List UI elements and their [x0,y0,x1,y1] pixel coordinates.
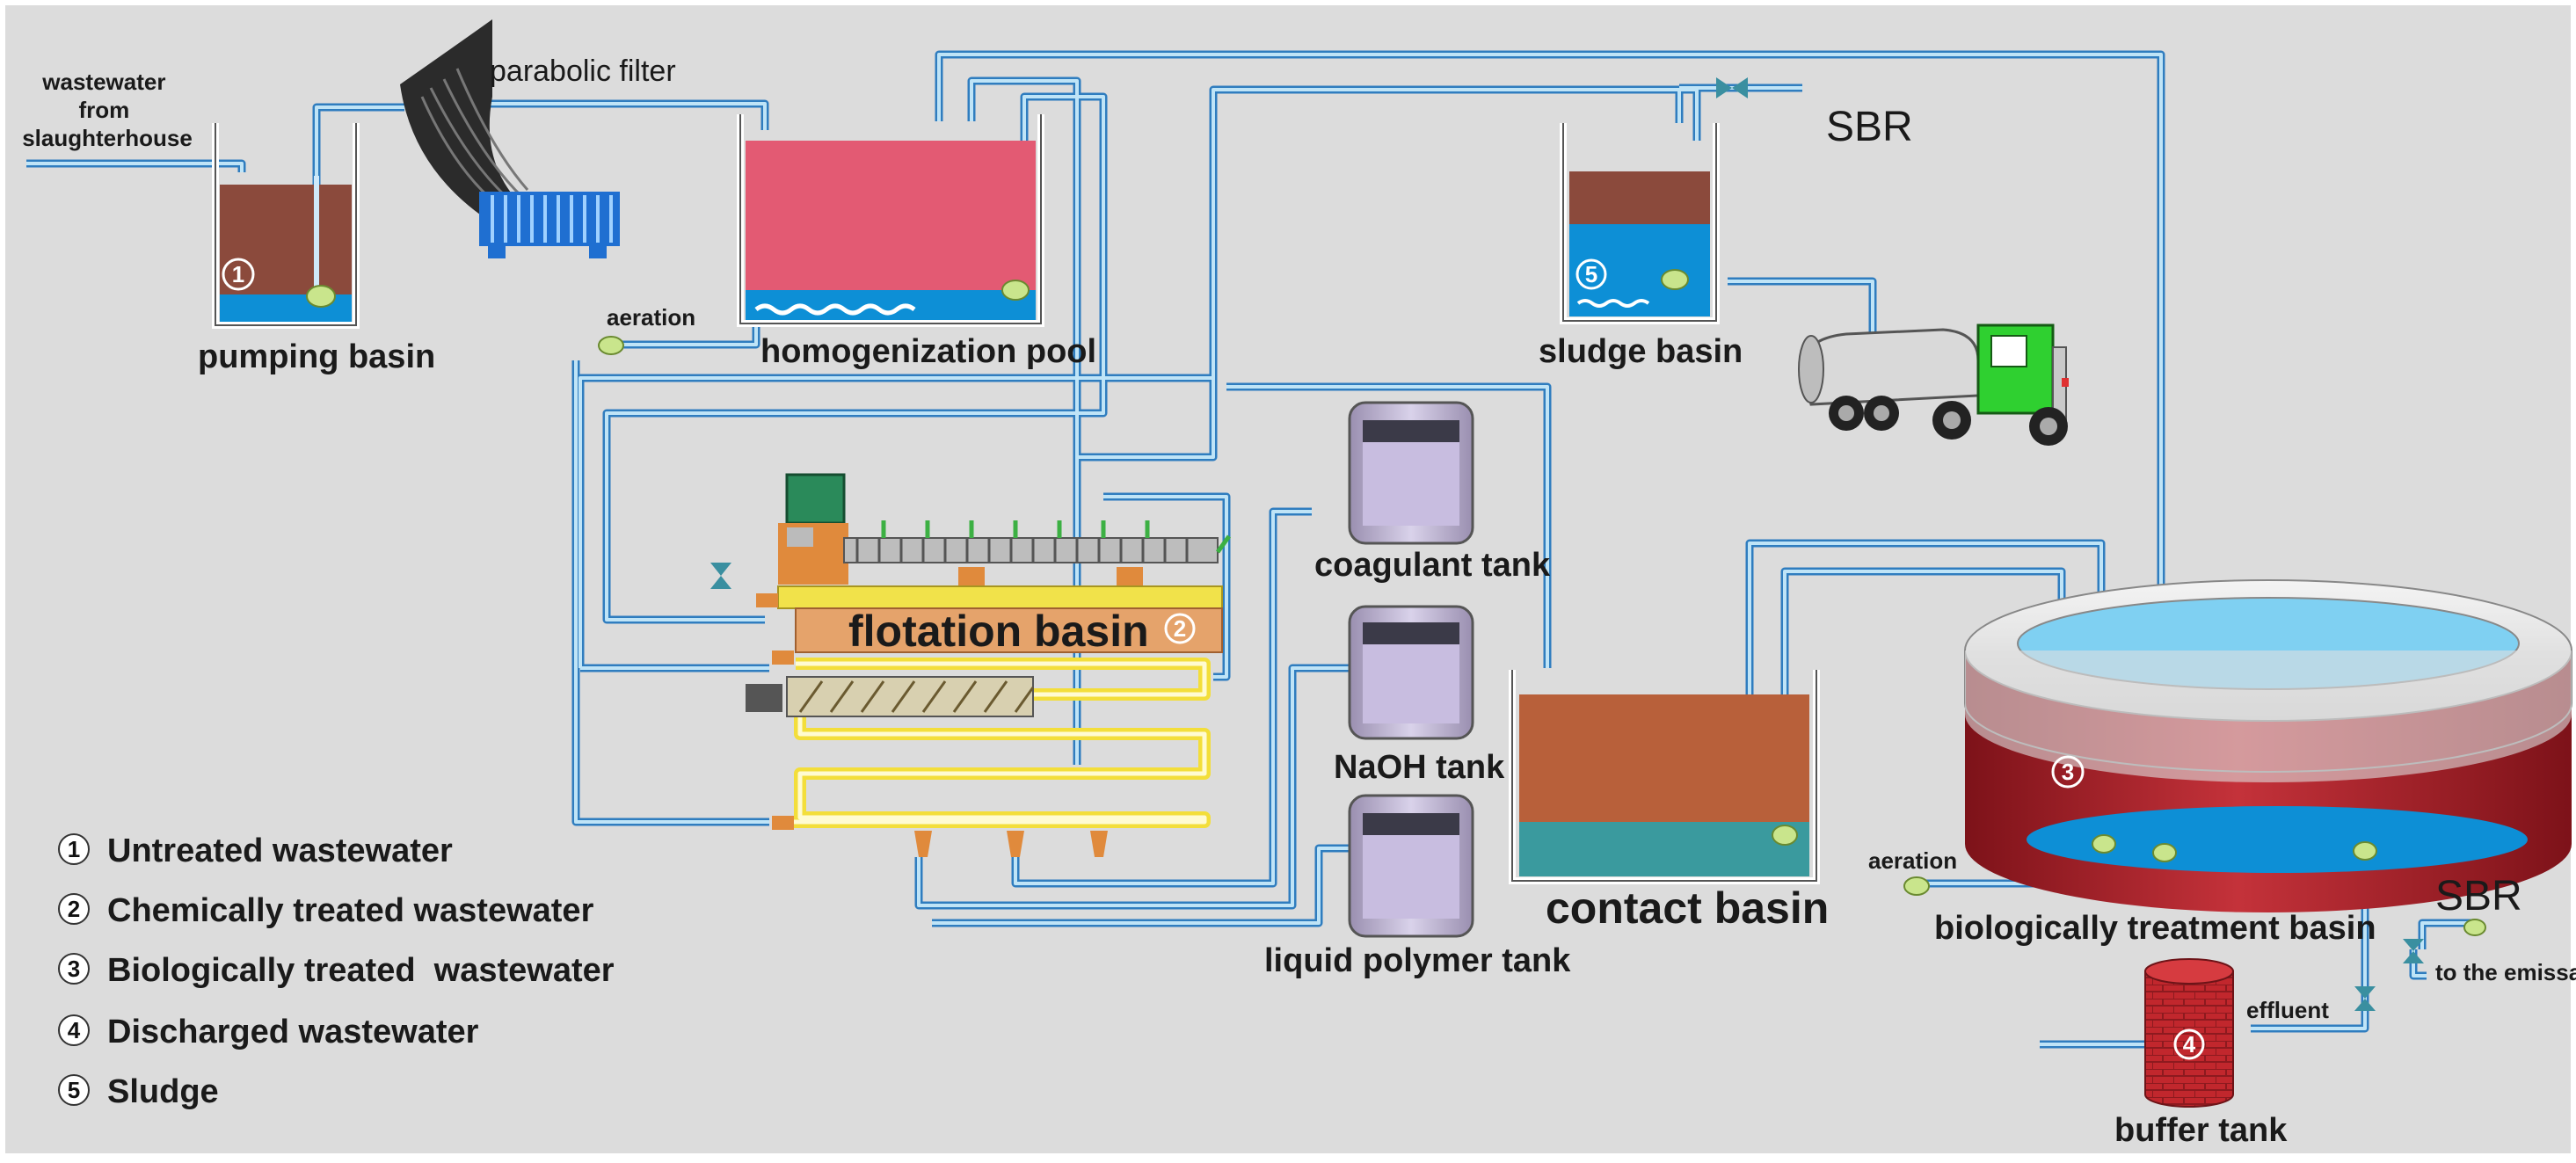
pumping-basin: 1 pumping basin [198,123,435,375]
aeration-blower-icon [598,336,624,355]
bio-basin-label: biologically treatment basin [1934,910,2376,947]
filter-screen-container [479,192,620,258]
screw-motor-icon [746,684,782,712]
flotation-basin: flotation basin 2 [710,473,1232,857]
flotation-tank-body [795,607,1223,653]
svg-text:2: 2 [68,896,80,922]
sbr-label-right: SBR [2435,873,2522,919]
coagulant-tank: coagulant tank [1314,401,1551,584]
tanker-truck-icon [1798,323,2069,446]
marker-2 [1164,613,1196,644]
naoh-tank: NaOH tank [1334,605,1505,786]
svg-text:3: 3 [2062,759,2074,785]
aeration-label-2: aeration [1868,847,1957,874]
sludge-layer [1569,171,1710,224]
liquid-polymer-tank: liquid polymer tank [1264,794,1571,979]
to-emissary-label: to the emissary [2435,959,2576,985]
pump-icon [1772,825,1798,846]
marker-3 [2051,755,2085,789]
effluent-label: effluent [2246,997,2329,1023]
svg-text:5: 5 [1585,261,1597,287]
svg-text:1: 1 [232,261,244,287]
svg-text:4: 4 [2183,1031,2196,1058]
pump-icon [1001,280,1030,301]
parabolic-filter: parabolic filter [400,19,676,258]
svg-text:Untreated wastewater: Untreated wastewater [107,832,453,869]
pumping-basin-label: pumping basin [198,338,435,375]
aeration-blower-icon [1903,876,1930,896]
svg-text:2: 2 [1174,615,1186,642]
svg-text:5: 5 [68,1077,80,1103]
svg-text:Sludge: Sludge [107,1073,219,1110]
legend-item: 5 Sludge [58,1073,219,1110]
homogenization-liquid [746,141,1036,290]
homogenization-pool: homogenization pool aeration [598,114,1096,370]
pump-icon [2152,843,2177,862]
aeration-label-1: aeration [607,304,695,331]
svg-text:1: 1 [68,836,80,862]
sbr-label-top: SBR [1826,104,1913,150]
sludge-basin-label: sludge basin [1539,333,1743,370]
legend-item: 2 Chemically treated wastewater [58,892,594,929]
svg-text:Chemically treated wastewater: Chemically treated wastewater [107,892,594,929]
legend-item: 1 Untreated wastewater [58,832,453,869]
parabolic-filter-label: parabolic filter [490,55,676,88]
marker-1 [222,258,255,291]
homogenization-water [746,290,1036,321]
marker-5 [1575,258,1607,290]
pumping-basin-sludge [220,185,352,294]
pump-icon [2353,841,2377,861]
pump-icon [306,285,336,308]
sludge-basin: 5 sludge basin SBR [1539,77,1913,370]
valve-icon [2354,986,2376,1011]
legend: 1 Untreated wastewater 2 Chemically trea… [58,832,615,1110]
marker-4 [2173,1029,2205,1060]
pump-icon [1661,269,1689,290]
diagram-background [5,5,2571,1153]
bio-basin-bottom-water [2027,806,2528,873]
pipe-network [26,50,2475,1049]
contact-basin-brown [1519,694,1809,822]
valve-icon [1716,77,1748,98]
svg-text:Discharged wastewater: Discharged wastewater [107,1014,479,1050]
biological-treatment-basin: 3 biologically treatment basin aeration … [1868,579,2576,1011]
pump-icon [2092,834,2116,854]
contact-basin-label: contact basin [1546,883,1829,933]
flotation-basin-label: flotation basin [848,607,1149,656]
valve-icon [710,563,731,589]
svg-text:4: 4 [68,1017,81,1043]
buffer-tank-label: buffer tank [2114,1112,2288,1149]
legend-item: 4 Discharged wastewater [58,1014,479,1050]
contact-basin-teal [1519,822,1809,876]
pump-icon [2463,919,2486,936]
svg-text:3: 3 [68,956,80,982]
coagulant-tank-label: coagulant tank [1314,547,1551,584]
motor-icon [785,473,846,525]
inlet-label: wastewater from slaughterhouse [22,69,193,151]
legend-item: 3 Biologically treated wastewater [58,952,615,989]
naoh-tank-label: NaOH tank [1334,749,1505,786]
liquid-polymer-tank-label: liquid polymer tank [1264,942,1571,979]
homogenization-pool-label: homogenization pool [760,333,1096,370]
valve-icon [2403,939,2424,963]
buffer-tank: 4 buffer tank effluent [2114,958,2329,1149]
svg-text:Biologically treated wastewat: Biologically treated wastewater [107,952,615,989]
contact-basin: contact basin [1509,670,1829,933]
